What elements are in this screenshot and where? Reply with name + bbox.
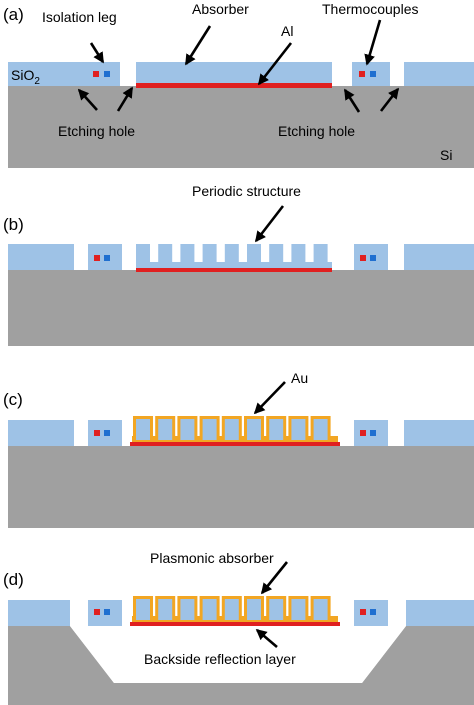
thermocouple-red <box>94 255 100 261</box>
grating-pillar <box>202 419 217 440</box>
arrow <box>364 19 382 66</box>
grating-pillar <box>313 419 328 440</box>
panel-label: (c) <box>3 390 23 409</box>
arrow <box>257 42 293 86</box>
sio2-layer-left <box>8 244 74 270</box>
grating-pillar <box>158 244 173 268</box>
grating-pillar <box>247 244 261 268</box>
grating-pillar <box>158 419 173 440</box>
aluminum-layer <box>136 268 332 272</box>
al-label: Al <box>281 23 293 39</box>
panel-label: (d) <box>3 570 24 589</box>
gold-coated-grating <box>133 416 331 440</box>
arrow <box>260 561 289 595</box>
arrow <box>89 42 105 64</box>
plasmonic-grating <box>133 596 331 620</box>
thermocouples-label: Thermocouples <box>322 1 419 17</box>
arrow <box>343 88 361 113</box>
arrow <box>184 25 212 66</box>
grating-pillar <box>313 599 328 620</box>
thermocouple-blue <box>104 430 110 436</box>
arrow <box>255 628 278 648</box>
thermocouple-blue <box>104 71 110 77</box>
silicon-substrate-etched <box>8 626 474 705</box>
arrow <box>253 381 286 415</box>
etching-hole-label-right: Etching hole <box>278 123 355 139</box>
sio2-layer-far-right <box>404 62 474 86</box>
thermocouple-red <box>359 71 365 77</box>
sio2-layer-left <box>8 420 74 446</box>
silicon-substrate <box>8 270 474 346</box>
grating-pillar <box>269 599 284 620</box>
backside-reflection-layer-label: Backside reflection layer <box>144 651 296 667</box>
grating-pillar <box>291 599 306 620</box>
panel-c: (c) Au <box>3 370 474 528</box>
aluminum-layer <box>130 442 340 446</box>
arrow <box>77 88 98 111</box>
periodic-structure-label: Periodic structure <box>192 183 301 199</box>
grating-pillar <box>247 419 261 440</box>
aluminum-layer <box>136 83 332 88</box>
grating-pillar <box>202 244 217 268</box>
grating-pillar <box>180 244 195 268</box>
thermocouple-blue <box>370 71 376 77</box>
panel-b: (b) Periodic structure <box>3 183 474 346</box>
grating-pillar <box>224 244 239 268</box>
sio2-label: SiO2 <box>11 67 40 87</box>
panel-a: (a) Isolation leg Absorber Thermocouples… <box>3 1 474 168</box>
sio2-layer-right <box>404 244 474 270</box>
si-label: Si <box>440 147 452 163</box>
sio2-layer-left <box>8 62 120 86</box>
grating-pillar <box>202 599 217 620</box>
etching-hole-label-left: Etching hole <box>58 123 135 139</box>
thermocouple-red <box>93 71 99 77</box>
grating-pillar <box>269 419 284 440</box>
grating-pillar <box>158 599 173 620</box>
thermocouple-red <box>360 255 366 261</box>
arrow <box>116 86 134 112</box>
periodic-grating <box>136 244 328 268</box>
au-label: Au <box>291 370 308 386</box>
panel-d: (d) Plasmonic absorber Backside reflecti… <box>3 550 474 705</box>
arrow <box>254 205 285 243</box>
grating-pillar <box>291 244 306 268</box>
arrow <box>379 87 400 112</box>
thermocouple-blue <box>370 430 376 436</box>
grating-pillar <box>269 244 284 268</box>
plasmonic-absorber-label: Plasmonic absorber <box>150 550 274 566</box>
grating-pillar <box>224 599 239 620</box>
grating-pillar <box>136 599 150 620</box>
thermocouple-blue <box>370 609 376 615</box>
backside-cavity <box>70 626 406 683</box>
silicon-substrate <box>8 446 474 528</box>
grating-pillar <box>291 419 306 440</box>
grating-pillar <box>247 599 261 620</box>
thermocouple-blue <box>370 255 376 261</box>
thermocouple-blue <box>104 609 110 615</box>
sio2-layer-left <box>8 600 70 626</box>
sio2-layer-right <box>406 600 474 626</box>
grating-pillar <box>224 419 239 440</box>
thermocouple-red <box>360 430 366 436</box>
grating-pillar <box>136 244 150 268</box>
sio2-membrane-center <box>136 62 332 86</box>
backside-reflection-layer <box>130 622 340 626</box>
grating-pillar <box>313 244 328 268</box>
sio2-layer-right <box>404 420 474 446</box>
thermocouple-red <box>94 609 100 615</box>
absorber-label: Absorber <box>192 1 249 17</box>
panel-label: (a) <box>3 5 24 24</box>
grating-pillar <box>180 419 195 440</box>
thermocouple-red <box>360 609 366 615</box>
thermocouple-blue <box>104 255 110 261</box>
grating-pillar <box>136 419 150 440</box>
isolation-leg-label: Isolation leg <box>42 9 117 25</box>
grating-pillar <box>180 599 195 620</box>
thermocouple-red <box>94 430 100 436</box>
panel-label: (b) <box>3 215 24 234</box>
